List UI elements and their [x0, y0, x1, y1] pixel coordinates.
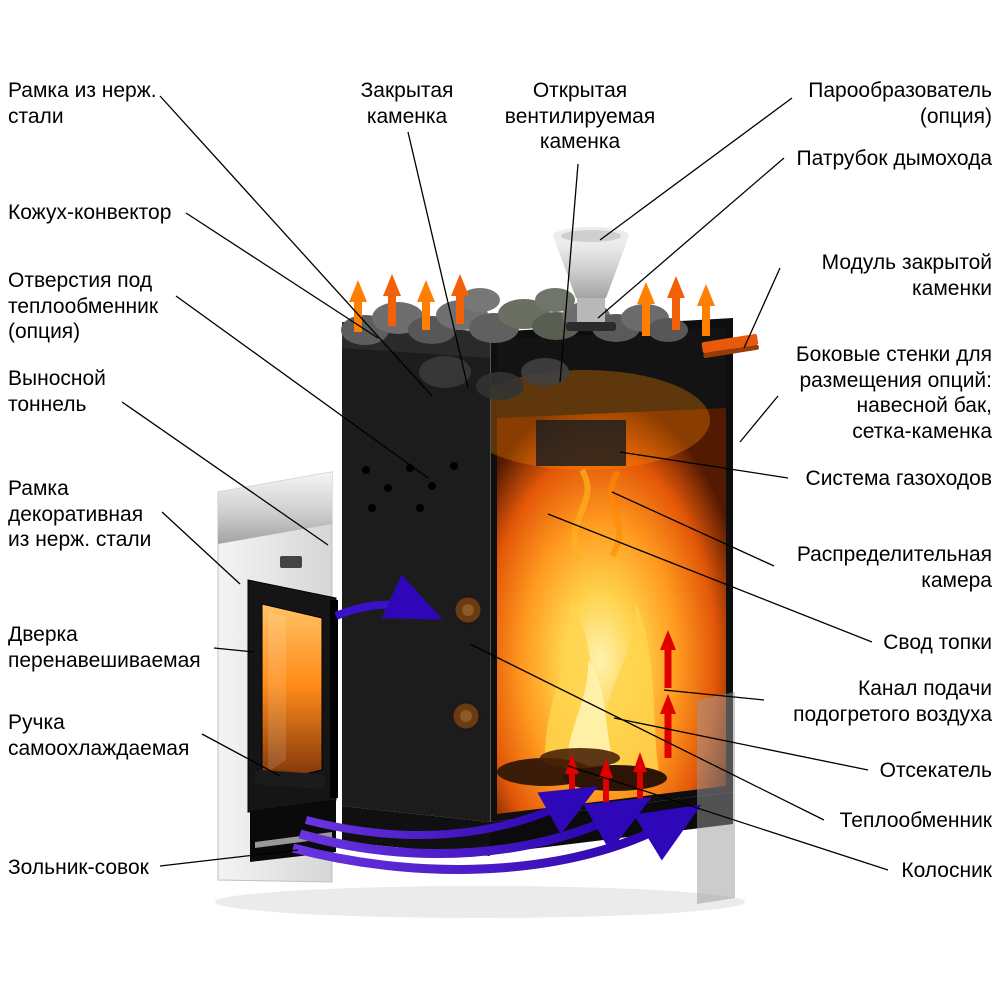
label-reversible-door: Дверка перенавешиваемая	[8, 623, 201, 672]
chimney-flange	[566, 322, 616, 331]
label-grate: Колосник	[901, 859, 992, 882]
label-convector-casing: Кожух-конвектор	[8, 201, 172, 224]
label-heat-exchanger: Теплообменник	[839, 809, 992, 832]
side-glass-panel	[697, 692, 735, 904]
label-self-cooling-handle: Ручка самоохлаждаемая	[8, 711, 190, 760]
door-handle	[254, 769, 326, 790]
label-closed-kamenka: Закрытая каменка	[360, 79, 454, 128]
label-closed-kamenka-module: Модуль закрытой каменки	[821, 251, 992, 300]
label-heat-exchanger-holes: Отверстия под теплообменник (опция)	[8, 269, 159, 344]
label-open-vented-kamenka: Открытая вентилируемая каменка	[504, 79, 656, 154]
label-distribution-chamber: Распределительная камера	[796, 543, 992, 592]
label-ash-pan-scoop: Зольник-совок	[8, 856, 149, 879]
ash-pan	[250, 800, 336, 862]
hot-air-arrows	[349, 274, 715, 336]
label-frame-stainless: Рамка из нерж. стали	[8, 79, 157, 128]
firewood-log	[540, 748, 620, 768]
label-heated-air-channel: Канал подачи подогретого воздуха	[793, 677, 992, 726]
label-side-walls-options: Боковые стенки для размещения опций: нав…	[795, 343, 992, 443]
door-hinge	[330, 600, 338, 798]
firebox	[460, 318, 733, 822]
label-firebox-vault: Свод топки	[883, 631, 992, 654]
label-extension-tunnel: Выносной тоннель	[8, 367, 106, 416]
stove-body-left	[342, 322, 490, 822]
glass-reflection	[268, 612, 286, 772]
cold-air-arrows	[291, 574, 702, 874]
label-decorative-frame: Рамка декоративная из нерж. стали	[8, 477, 152, 552]
brand-logo	[280, 556, 302, 568]
floor-shadow	[215, 886, 745, 918]
chimney-pipe	[577, 296, 605, 326]
distribution-chamber	[536, 420, 626, 466]
tunnel-airflow-arrow	[334, 574, 443, 620]
label-flue-system: Система газоходов	[805, 467, 992, 490]
label-chimney-socket: Патрубок дымохода	[796, 147, 992, 170]
front-tunnel	[217, 471, 338, 883]
label-baffle: Отсекатель	[879, 759, 992, 782]
leader-lines	[121, 95, 889, 871]
stove-base	[342, 806, 490, 856]
label-steam-generator: Парообразователь (опция)	[808, 79, 992, 128]
door-glass	[261, 603, 323, 785]
flame-swirl	[607, 470, 623, 558]
flame-swirl	[571, 468, 591, 562]
kamenka-module-bracket	[701, 333, 759, 358]
